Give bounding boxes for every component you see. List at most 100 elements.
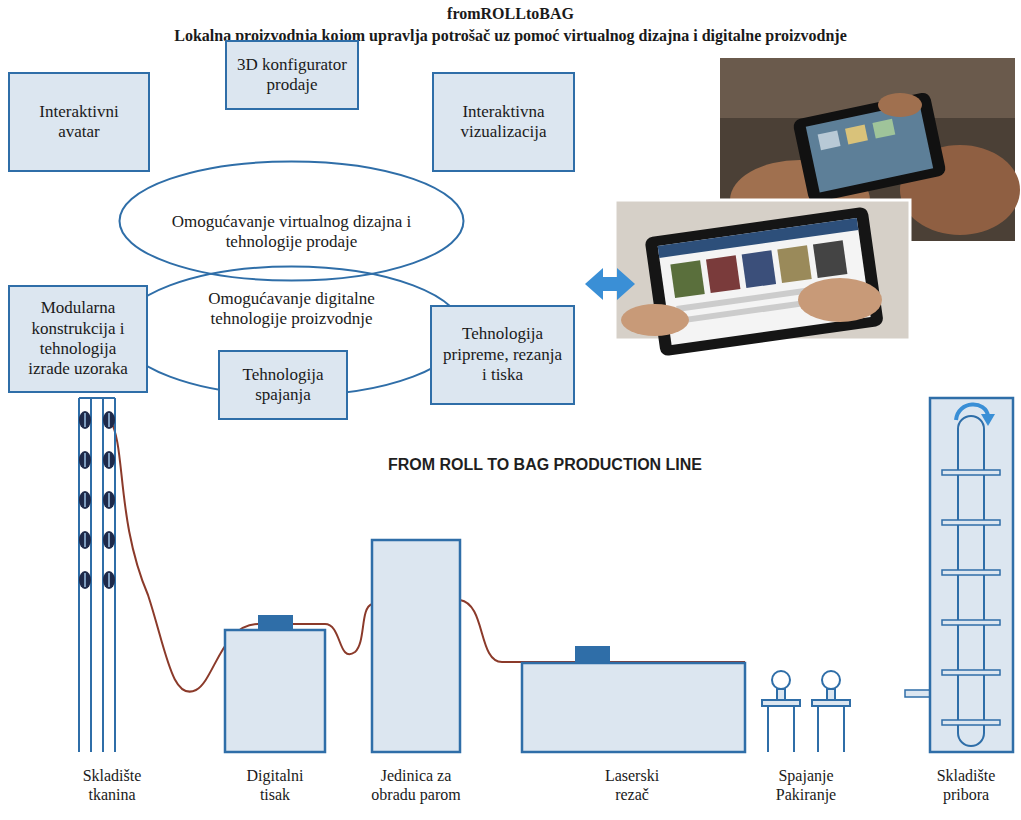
accessory-store-part-part xyxy=(942,670,1000,675)
digital-printer xyxy=(225,615,325,752)
process-box: Interaktivna vizualizacija xyxy=(432,72,575,172)
roll-highlights-part xyxy=(84,533,86,547)
fabric-rolls-part xyxy=(79,491,91,509)
laser-cutter-part xyxy=(575,646,610,663)
accessory-store-part-part xyxy=(942,620,1000,625)
station-label: Jedinica za obradu parom xyxy=(360,766,472,804)
phone-photo-part xyxy=(792,91,947,203)
workstations-part xyxy=(777,689,785,700)
workstations-part xyxy=(762,700,800,706)
station-label: Skladište tkanina xyxy=(69,766,155,804)
link-bar xyxy=(905,690,930,697)
ellipse-node: Omogućavanje virtualnog dizajna i tehnol… xyxy=(118,160,465,282)
fabric-rolls-part xyxy=(79,571,91,589)
tablet-photo-part-part xyxy=(777,245,811,283)
node-text: Tehnologija spajanja xyxy=(228,365,338,406)
accessory-store-part-part xyxy=(942,520,1000,525)
fabric-store-part xyxy=(78,398,80,752)
tablet-photo-part-part xyxy=(813,240,847,278)
diagram-title: fromROLLtoBAG xyxy=(0,5,1021,23)
phone-photo-part-part xyxy=(818,130,841,150)
laser-cutter xyxy=(522,646,745,752)
digital-printer-part xyxy=(258,615,293,630)
accessory-store xyxy=(930,398,1013,752)
double-arrow xyxy=(585,268,635,300)
tablet-photo-part-part xyxy=(644,206,884,356)
roll-highlights-part xyxy=(84,573,86,587)
accessory-store-part-part xyxy=(942,470,1000,475)
workstations-part xyxy=(812,700,850,706)
tablet-photo-part xyxy=(644,206,884,356)
phone-photo-part xyxy=(878,93,922,117)
fabric-store-part xyxy=(79,397,115,399)
node-text: Interaktivni avatar xyxy=(18,102,140,143)
tablet-photo xyxy=(615,200,910,357)
digital-printer-part xyxy=(225,630,325,752)
accessory-store-part xyxy=(942,470,1000,725)
accessory-store-part xyxy=(981,414,995,426)
workstations xyxy=(762,671,850,752)
process-box: 3D konfigurator prodaje xyxy=(225,40,359,110)
station-label: Spajanje Pakiranje xyxy=(764,766,848,804)
accessory-store-part xyxy=(958,416,984,746)
fabric-rolls-part xyxy=(79,411,91,429)
accessory-store-part-part xyxy=(942,570,1000,575)
process-box: Tehnologija pripreme, rezanja i tiska xyxy=(430,305,575,405)
station-label: Laserski rezač xyxy=(594,766,670,804)
tablet-photo-part-part xyxy=(706,255,740,293)
workstations-part xyxy=(772,671,790,689)
roll-highlights-part xyxy=(84,493,86,507)
node-text: 3D konfigurator prodaje xyxy=(235,55,349,96)
roll-highlights-part xyxy=(108,413,110,427)
fabric-rolls-part xyxy=(79,451,91,469)
accessory-store-part xyxy=(930,398,1013,752)
fabric-store-part xyxy=(114,398,116,752)
node-text: Omogućavanje virtualnog dizajna i tehnol… xyxy=(157,212,427,253)
process-box: Interaktivni avatar xyxy=(8,72,150,172)
steam-unit xyxy=(372,540,460,752)
ellipse-outline xyxy=(120,162,464,281)
station-label: Skladište pribora xyxy=(924,766,1008,804)
workstations-part xyxy=(822,671,840,689)
section-heading: FROM ROLL TO BAG PRODUCTION LINE xyxy=(325,455,765,474)
fabric-rolls-part xyxy=(103,531,115,549)
roll-highlights-part xyxy=(108,493,110,507)
subtitle: Lokalna proizvodnja kojom upravlja potro… xyxy=(0,27,1021,45)
phone-photo-part-part xyxy=(872,119,895,139)
workstations-part xyxy=(843,706,845,752)
workstations-part xyxy=(793,706,795,752)
fabric-rolls xyxy=(79,411,115,589)
workstations-part xyxy=(827,689,835,700)
fabric-store-part xyxy=(102,398,104,752)
roll-highlights-part xyxy=(108,533,110,547)
phone-photo-part-part xyxy=(806,103,933,193)
fabric-line-part xyxy=(460,600,745,662)
tablet-photo-part-part xyxy=(742,250,776,288)
phone-photo-part-part xyxy=(845,125,868,145)
process-box: Tehnologija spajanja xyxy=(218,350,348,420)
roll-highlights xyxy=(85,413,109,587)
workstations-part xyxy=(767,706,769,752)
roll-highlights-part xyxy=(108,573,110,587)
process-box: Modularna konstrukcija i tehnologija izr… xyxy=(8,285,148,393)
fabric-rolls-part xyxy=(103,491,115,509)
node-text: Omogućavanje digitalne tehnologije proiz… xyxy=(189,289,394,330)
fabric-store-part xyxy=(90,398,92,752)
fabric-rolls-part xyxy=(103,571,115,589)
tablet-photo-part xyxy=(621,304,689,336)
node-text: Interaktivna vizualizacija xyxy=(442,102,565,143)
roll-highlights-part xyxy=(84,453,86,467)
node-text: Tehnologija pripreme, rezanja i tiska xyxy=(440,324,565,385)
fabric-store xyxy=(79,398,115,752)
tablet-photo-part xyxy=(798,278,882,322)
laser-cutter-part xyxy=(522,663,745,752)
fabric-rolls-part xyxy=(79,531,91,549)
station-label: Digitalni tisak xyxy=(235,766,315,804)
fabric-rolls-part xyxy=(103,411,115,429)
node-text: Modularna konstrukcija i tehnologija izr… xyxy=(18,298,138,380)
fabric-rolls-part xyxy=(103,451,115,469)
workstations-part xyxy=(817,706,819,752)
roll-highlights-part xyxy=(108,453,110,467)
tablet-photo-part-part xyxy=(670,260,704,298)
